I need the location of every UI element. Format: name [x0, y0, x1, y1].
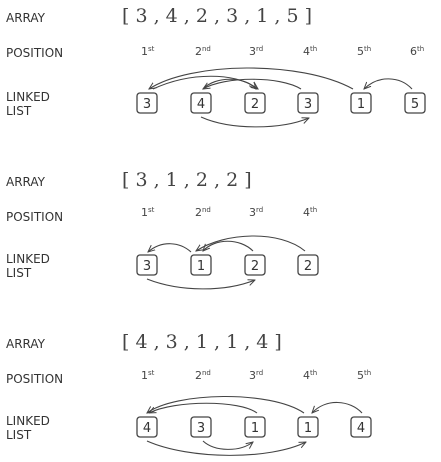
linked-list-2: 3 1 2 2	[136, 235, 319, 290]
list-node: 1	[297, 416, 319, 438]
node-value: 4	[197, 97, 205, 112]
position-3: 3rd	[249, 45, 264, 58]
array-values: [ 3 , 1 , 2 , 2 ]	[122, 169, 252, 191]
node-value: 3	[143, 97, 151, 112]
link-arrow	[312, 401, 363, 413]
position-label: POSITION	[6, 210, 64, 224]
link-arrow	[146, 278, 255, 290]
position-label: POSITION	[6, 46, 64, 60]
array-values: [ 3 , 4 , 2 , 3 , 1 , 5 ]	[122, 5, 313, 27]
node-value: 5	[411, 97, 419, 112]
array-label: ARRAY	[6, 11, 46, 25]
node-value: 2	[251, 97, 259, 112]
node-value: 1	[357, 97, 365, 112]
position-2: 2nd	[195, 369, 211, 382]
position-label: POSITION	[6, 372, 64, 386]
position-1: 1st	[141, 206, 155, 219]
array-label: ARRAY	[6, 337, 46, 351]
position-1: 1st	[141, 45, 155, 58]
node-value: 2	[304, 259, 312, 274]
link-arrow	[200, 116, 309, 128]
list-node: 3	[190, 416, 212, 438]
node-value: 1	[251, 421, 259, 436]
array-values: [ 4 , 3 , 1 , 1 , 4 ]	[122, 331, 282, 353]
list-node: 4	[136, 416, 158, 438]
link-arrow	[202, 440, 253, 450]
link-arrow	[364, 78, 413, 89]
list-node: 4	[190, 92, 212, 114]
list-node: 3	[136, 92, 158, 114]
node-value: 3	[304, 97, 312, 112]
link-arrow	[203, 240, 254, 251]
position-4: 4th	[303, 45, 318, 58]
link-arrow	[149, 67, 354, 89]
linked-list-1: 3 4 2 3 1 5	[136, 67, 426, 128]
list-node: 2	[244, 92, 266, 114]
node-value: 4	[357, 421, 365, 436]
position-1: 1st	[141, 369, 155, 382]
position-4: 4th	[303, 369, 318, 382]
link-arrow	[147, 395, 305, 413]
list-node: 1	[190, 254, 212, 276]
link-arrow	[146, 440, 306, 456]
position-3: 3rd	[249, 369, 264, 382]
node-value: 3	[143, 259, 151, 274]
position-4: 4th	[303, 206, 318, 219]
link-arrow	[148, 243, 192, 252]
list-node: 3	[136, 254, 158, 276]
list-node: 2	[244, 254, 266, 276]
list-node: 4	[350, 416, 372, 438]
node-value: 3	[197, 421, 205, 436]
node-value: 2	[251, 259, 259, 274]
node-value: 1	[197, 259, 205, 274]
position-6: 6th	[410, 45, 425, 58]
node-value: 1	[304, 421, 312, 436]
list-node: 1	[244, 416, 266, 438]
node-value: 4	[143, 421, 151, 436]
position-2: 2nd	[195, 206, 211, 219]
list-node: 3	[297, 92, 319, 114]
linked-list-3: 4 3 1 1 4	[136, 395, 372, 456]
link-arrow	[203, 78, 302, 89]
position-5: 5th	[357, 45, 372, 58]
list-node: 1	[350, 92, 372, 114]
link-arrow	[149, 402, 258, 413]
list-node: 5	[404, 92, 426, 114]
position-3: 3rd	[249, 206, 264, 219]
array-label: ARRAY	[6, 175, 46, 189]
position-5: 5th	[357, 369, 372, 382]
link-arrow	[152, 75, 258, 89]
list-node: 2	[297, 254, 319, 276]
link-arrow	[196, 235, 306, 251]
position-2: 2nd	[195, 45, 211, 58]
